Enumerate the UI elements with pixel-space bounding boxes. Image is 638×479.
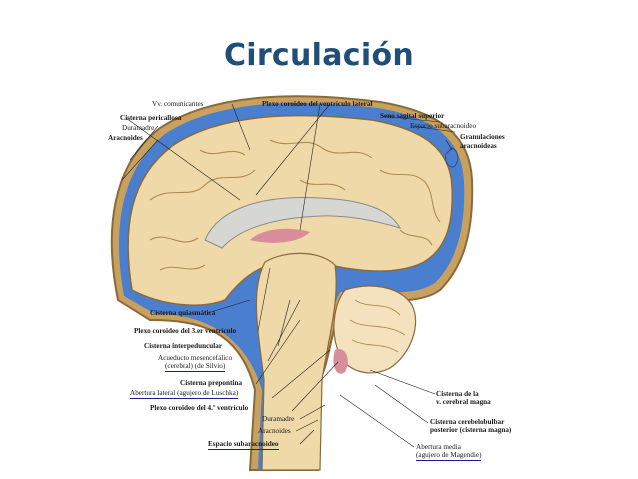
label-cisterna-vcm-2: v. cerebral magna bbox=[436, 398, 491, 406]
label-abertura-media-2: (agujero de Magendie) bbox=[416, 451, 481, 461]
label-seno-sagital: Seno sagital superior bbox=[380, 112, 444, 120]
label-cisterna-vcm-1: Cisterna de la bbox=[436, 390, 479, 398]
label-aracnoides-bottom: Aracnoides bbox=[258, 427, 291, 435]
label-cisterna-cb-2: posterior (cisterna magna) bbox=[430, 426, 511, 434]
label-cisterna-interpeduncular: Cisterna interpeduncular bbox=[144, 342, 222, 350]
label-vv-comunicantes: Vv. comunicantes bbox=[152, 100, 203, 108]
label-cisterna-prepontina: Cisterna prepontina bbox=[180, 379, 242, 387]
label-abertura-lateral: Abertura lateral (agujero de Luschka) bbox=[130, 389, 238, 399]
label-aracnoides-top: Aracnoides bbox=[108, 134, 143, 142]
label-duramadre-bottom: Duramadre bbox=[262, 415, 294, 423]
label-espacio-sub-bottom: Espacio subaracnoideo bbox=[208, 440, 279, 450]
label-acueducto-2: (cerebral) (de Silvio) bbox=[165, 362, 225, 372]
label-plexo-4: Plexo coroideo del 4.º ventrículo bbox=[150, 404, 248, 412]
brainstem bbox=[256, 253, 336, 470]
label-plexo-3: Plexo coroideo del 3.er ventrículo bbox=[134, 327, 236, 335]
label-cisterna-quiasmatica: Cisterna quiasmática bbox=[150, 309, 215, 317]
label-plexo-lateral: Plexo coroideo del ventrículo lateral bbox=[262, 100, 372, 108]
label-espacio-sub-top: Espacio subaracnoideo bbox=[410, 122, 476, 130]
label-abertura-media-1: Abertura media bbox=[416, 443, 461, 451]
label-aracnoideas: aracnoideas bbox=[460, 142, 497, 150]
label-cisterna-pericallosa: Cisterna pericallosa bbox=[120, 114, 181, 122]
label-granulaciones: Granulaciones bbox=[460, 133, 505, 141]
label-duramadre-top: Duramadre bbox=[122, 124, 154, 132]
label-acueducto: Acueducto mesencefálico bbox=[158, 354, 232, 362]
label-cisterna-cb-1: Cisterna cerebelobulbar bbox=[430, 418, 504, 426]
